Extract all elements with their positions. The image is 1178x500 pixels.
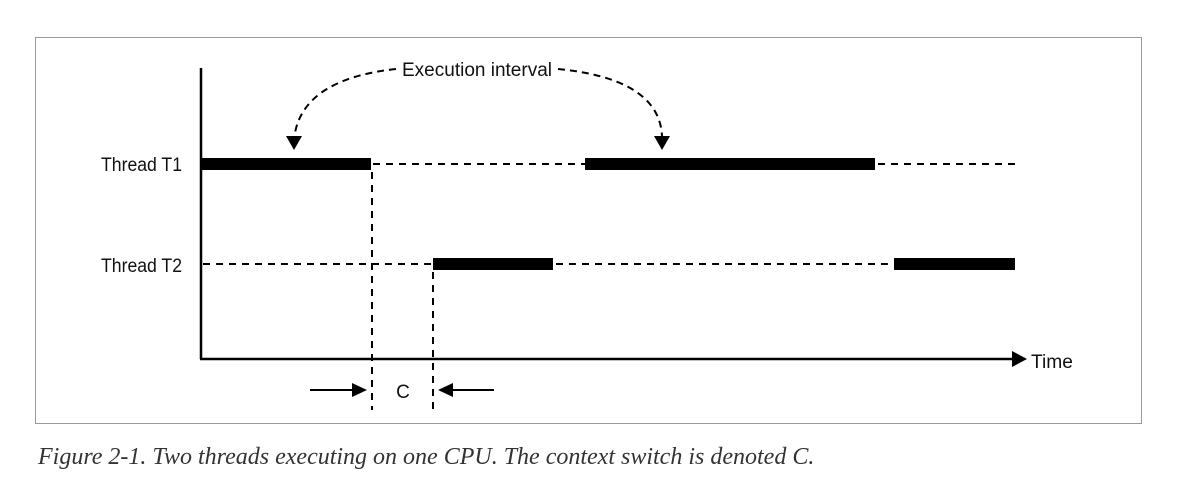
context-switch-left-arrowhead (352, 383, 367, 397)
time-axis-arrowhead (1012, 351, 1027, 367)
execution-interval-left-curve (293, 68, 397, 141)
context-switch-right-arrowhead (438, 383, 453, 397)
thread-t1-execution-bar-1 (201, 158, 371, 170)
execution-interval-right-curve (557, 68, 663, 137)
time-axis-label: Time (1031, 352, 1073, 373)
thread-t1-execution-bar-2 (585, 158, 875, 170)
thread-t2-execution-bar-2 (894, 258, 1015, 270)
thread-t2-execution-bar-1 (433, 258, 553, 270)
execution-interval-left-arrowhead (286, 136, 302, 150)
execution-interval-right-arrowhead (654, 136, 670, 150)
thread-t2-label: Thread T2 (101, 256, 182, 277)
thread-t1-label: Thread T1 (101, 155, 182, 176)
context-switch-label: C (396, 382, 410, 403)
execution-interval-label: Execution interval (402, 60, 552, 81)
figure-frame (35, 37, 1142, 424)
figure-caption: Figure 2-1. Two threads executing on one… (38, 444, 815, 470)
